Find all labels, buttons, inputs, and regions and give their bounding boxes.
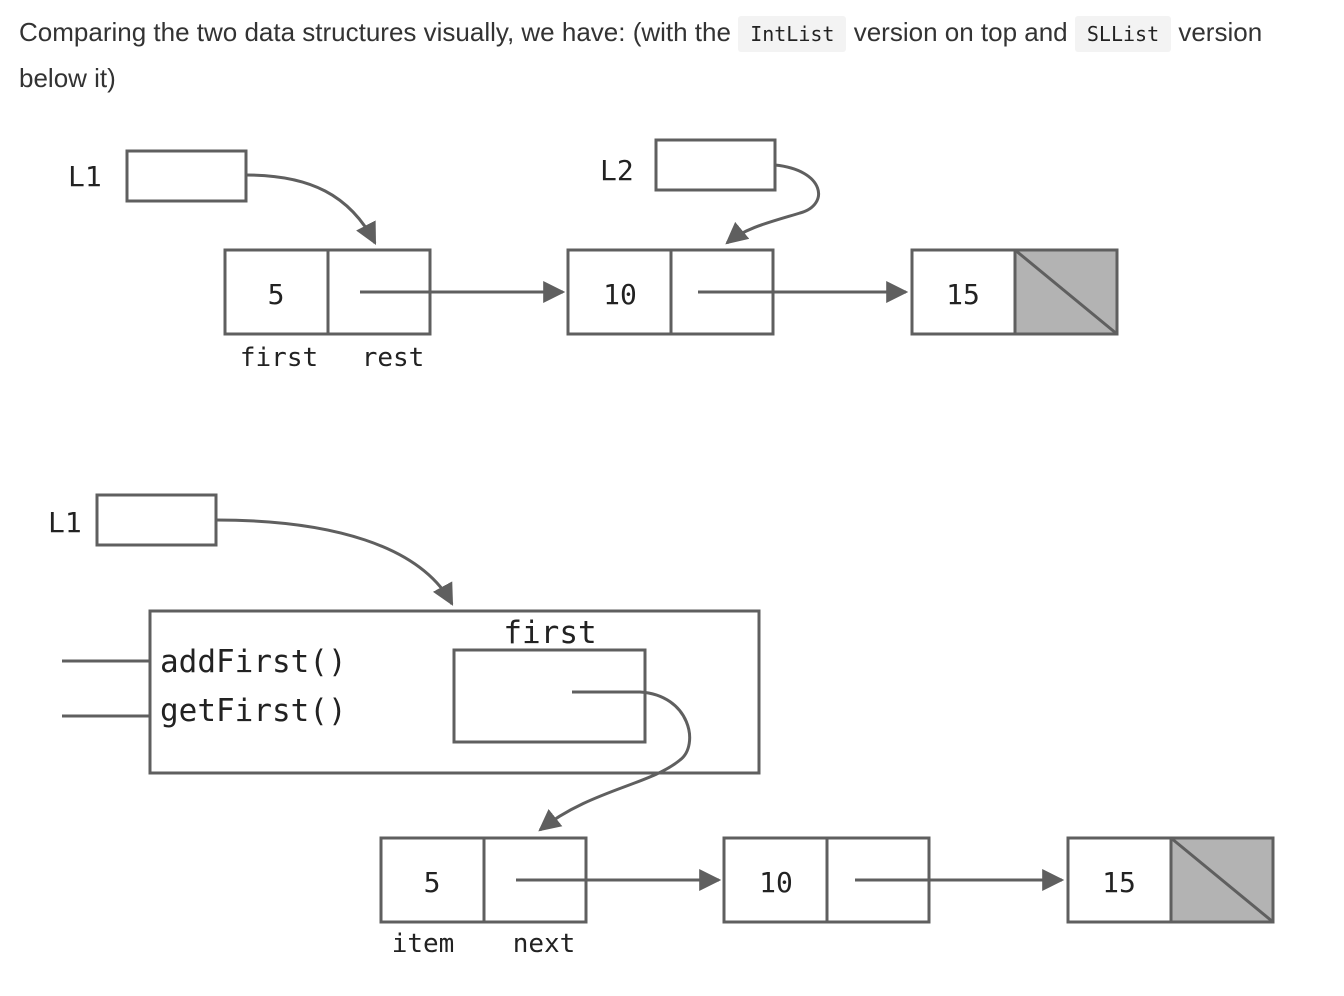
var-label-l1: L1 [68,160,102,193]
method-get-first: getFirst() [160,693,347,729]
l2-pointer-box [654,138,777,192]
l1-pointer-box [95,493,218,547]
var-label-l2: L2 [600,154,634,187]
var-label-l1: L1 [48,506,82,539]
intlist-node-1: 5 [223,248,432,336]
node-item-cell [379,836,486,924]
node-value: 10 [603,278,637,311]
node-value: 5 [268,278,285,311]
first-pointer-arrow [538,690,692,832]
sllist-diagram: L1 addFirst() getFirst() first 5 10 15 [48,493,1275,959]
null-slash [1170,836,1274,924]
node-value: 10 [759,866,793,899]
l1-pointer-box [125,149,248,203]
intlist-diagram: L1 L2 5 10 15 first rest [68,138,1119,373]
node-first-cell [910,248,1017,336]
intlist-node-2: 10 [566,248,775,336]
node-value: 15 [1102,866,1136,899]
l1-pointer-arrow [215,518,454,606]
intro-text-before: Comparing the two data structures visual… [19,17,739,47]
intlist-node-3: 15 [910,248,1119,336]
null-slash [1014,248,1118,336]
node-first-cell [223,248,330,336]
intlist-code: IntList [738,16,847,52]
field-label-first: first [503,615,596,651]
field-label-item: item [392,929,455,959]
l2-pointer-arrow [725,163,820,245]
node-first-cell [566,248,673,336]
node-value: 15 [946,278,980,311]
node-value: 5 [424,866,441,899]
intnode-1: 5 [379,836,588,924]
node-item-cell [722,836,829,924]
sllist-code: SLList [1074,16,1172,52]
l1-pointer-arrow [245,173,377,245]
first-pointer-box [452,648,647,744]
method-add-first: addFirst() [160,644,347,680]
field-label-first: first [240,343,318,373]
intro-text-after: version below it) [19,17,1263,93]
intro-text-middle: version on top and [846,17,1075,47]
intnode-3: 15 [1066,836,1275,924]
field-label-next: next [513,929,576,959]
field-label-rest: rest [362,343,425,373]
intro-paragraph: Comparing the two data structures visual… [19,10,1319,100]
